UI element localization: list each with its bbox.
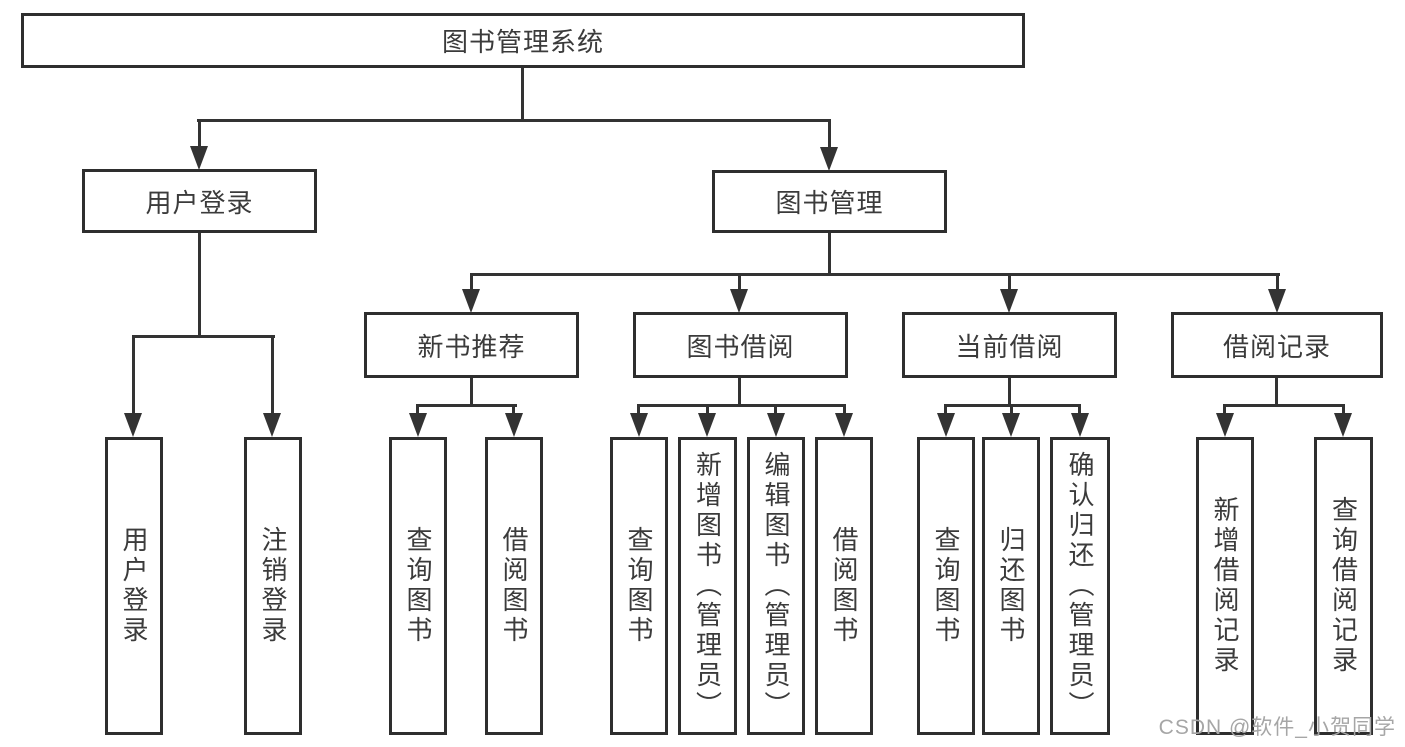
node-root: 图书管理系统 [21,13,1025,68]
arrowhead-icon [1216,413,1234,437]
arrowhead-icon [698,413,716,437]
arrowhead-icon [730,289,748,313]
node-root-label: 图书管理系统 [441,27,604,57]
arrowhead-icon [409,413,427,437]
node-user-login: 用户登录 [82,169,317,233]
arrowhead-icon [462,289,480,313]
arrowhead-icon [820,147,838,171]
arrowhead-icon [505,413,523,437]
connector-line [197,119,831,122]
leaf-recommend-borrow-book-label: 借阅图书 [499,526,529,646]
connector-line [1275,378,1278,407]
connector-line [470,273,1280,276]
connector-line [198,119,201,149]
leaf-edit-book-admin-label: 编辑图书（管理员） [761,451,791,721]
node-current-borrow-label: 当前借阅 [955,331,1064,362]
connector-line [470,378,473,407]
connector-line [1008,273,1011,291]
leaf-add-book-admin-label: 新增图书（管理员） [692,451,723,721]
leaf-confirm-return-admin: 确认归还（管理员） [1050,437,1110,735]
arrowhead-icon [263,413,281,437]
leaf-return-book-label: 归还图书 [996,526,1026,646]
leaf-recommend-query-book-label: 查询图书 [403,526,433,646]
connector-line [416,404,517,407]
connector-line [1342,404,1345,416]
leaf-edit-book-admin: 编辑图书（管理员） [747,437,805,735]
csdn-watermark: CSDN @软件_小贺同学 [1158,716,1396,739]
leaf-borrow-book-label: 借阅图书 [829,526,859,646]
connector-line [738,273,741,291]
node-book-borrow: 图书借阅 [633,312,848,378]
connector-line [1223,404,1344,407]
arrowhead-icon [1002,413,1020,437]
leaf-borrow-book: 借阅图书 [815,437,873,735]
arrowhead-icon [1000,289,1018,313]
connector-line [828,233,831,275]
leaf-return-book: 归还图书 [982,437,1040,735]
connector-line [1008,378,1011,407]
leaf-add-borrow-record-label: 新增借阅记录 [1210,496,1240,676]
leaf-query-borrow-record-label: 查询借阅记录 [1328,496,1359,676]
connector-line [843,404,846,416]
connector-line [521,68,524,121]
connector-line [944,404,947,416]
connector-line [1010,404,1013,416]
leaf-add-book-admin: 新增图书（管理员） [678,437,737,735]
arrowhead-icon [767,413,785,437]
leaf-confirm-return-admin-label: 确认归还（管理员） [1065,451,1095,721]
node-book-management-label: 图书管理 [775,188,884,218]
leaf-query-borrow-record: 查询借阅记录 [1314,437,1373,735]
node-user-login-label: 用户登录 [145,187,254,218]
connector-line [132,335,135,415]
connector-line [1078,404,1081,416]
leaf-current-query-book: 查询图书 [917,437,975,735]
connector-line [512,404,515,416]
connector-line [738,378,741,407]
connector-line [828,119,831,149]
leaf-user-login: 用户登录 [105,437,163,735]
connector-line [416,404,419,416]
node-borrow-records: 借阅记录 [1171,312,1383,378]
connector-line [637,404,640,416]
node-new-book-recommend-label: 新书推荐 [417,331,526,362]
arrowhead-icon [1334,413,1352,437]
leaf-recommend-borrow-book: 借阅图书 [485,437,543,735]
arrowhead-icon [1268,289,1286,313]
node-current-borrow: 当前借阅 [902,312,1117,378]
node-book-management: 图书管理 [712,170,947,233]
arrowhead-icon [124,413,142,437]
leaf-borrow-query-book: 查询图书 [610,437,668,735]
leaf-borrow-query-book-label: 查询图书 [624,526,654,646]
connector-line [774,404,777,416]
connector-line [132,335,275,338]
node-book-borrow-label: 图书借阅 [686,331,795,362]
connector-line [1276,273,1279,291]
connector-line [470,273,473,291]
leaf-logout: 注销登录 [244,437,302,735]
leaf-current-query-book-label: 查询图书 [931,526,961,646]
connector-line [271,335,274,415]
arrowhead-icon [1071,413,1089,437]
connector-line [1223,404,1226,416]
node-new-book-recommend: 新书推荐 [364,312,579,378]
leaf-add-borrow-record: 新增借阅记录 [1196,437,1254,735]
leaf-user-login-label: 用户登录 [119,526,149,646]
arrowhead-icon [835,413,853,437]
arrowhead-icon [937,413,955,437]
connector-line [637,404,846,407]
connector-line [706,404,709,416]
leaf-recommend-query-book: 查询图书 [389,437,447,735]
arrowhead-icon [190,146,208,170]
node-borrow-records-label: 借阅记录 [1222,331,1331,362]
leaf-logout-label: 注销登录 [258,526,288,646]
arrowhead-icon [630,413,648,437]
connector-line [198,233,201,335]
